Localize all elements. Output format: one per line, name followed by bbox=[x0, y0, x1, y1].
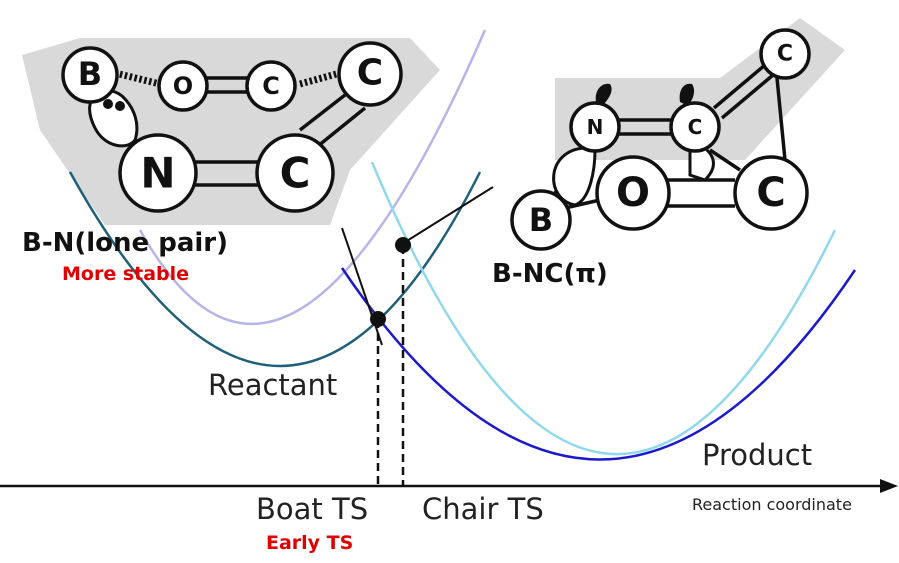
boat-ts-tangent bbox=[341, 227, 383, 346]
atom-o-right: O bbox=[595, 155, 671, 231]
forming-bond-c-c bbox=[299, 69, 341, 88]
svg-text:O: O bbox=[616, 170, 650, 216]
atom-c-right-lower: C bbox=[733, 155, 809, 231]
product-curve-chair bbox=[370, 161, 837, 456]
x-axis-arrowhead bbox=[880, 479, 898, 493]
bond-c-c-top-2 bbox=[720, 73, 775, 120]
svg-text:C: C bbox=[262, 72, 280, 100]
atom-c-left-lower: C bbox=[255, 133, 335, 213]
bond-c-c-top-1 bbox=[712, 63, 767, 110]
ts-markers bbox=[341, 186, 494, 486]
left-molecule-note: More stable bbox=[62, 263, 190, 285]
lone-pair-dot-1 bbox=[103, 99, 113, 109]
pi-lobe-n-top bbox=[595, 83, 612, 106]
atom-b-right: B bbox=[510, 189, 572, 251]
product-label: Product bbox=[702, 438, 813, 472]
svg-text:C: C bbox=[756, 170, 785, 216]
right-molecule-title: B-NC(π) bbox=[492, 259, 608, 289]
bond-c-c-2 bbox=[316, 106, 367, 148]
pi-lobe-c-top bbox=[679, 83, 695, 106]
svg-text:N: N bbox=[587, 115, 604, 139]
atom-c-right-top: C bbox=[759, 28, 811, 80]
energy-curves bbox=[68, 29, 857, 461]
left-molecule-title: B-N(lone pair) bbox=[22, 228, 228, 258]
bond-c-c-vertical bbox=[775, 77, 787, 161]
atom-o-left: O bbox=[157, 60, 209, 112]
chair-ts-point bbox=[395, 237, 411, 253]
svg-text:C: C bbox=[357, 53, 383, 94]
svg-text:B: B bbox=[78, 55, 102, 93]
svg-text:C: C bbox=[777, 42, 793, 67]
boat-ts-point bbox=[370, 311, 386, 327]
svg-text:N: N bbox=[140, 149, 175, 198]
bond-c-o-right bbox=[709, 148, 741, 172]
atom-n-right: N bbox=[569, 101, 621, 153]
right-molecule: C N C B O C bbox=[510, 18, 845, 251]
x-axis bbox=[0, 479, 898, 493]
svg-text:C: C bbox=[280, 149, 311, 198]
left-molecule: B O C C N C bbox=[22, 38, 440, 225]
boat-ts-note: Early TS bbox=[266, 532, 354, 554]
chair-ts-label: Chair TS bbox=[422, 492, 544, 526]
bond-c-c-1 bbox=[298, 93, 347, 132]
atom-c-left-upper-mid: C bbox=[245, 60, 297, 112]
x-axis-label: Reaction coordinate bbox=[692, 495, 852, 514]
chair-ts-tangent bbox=[401, 186, 494, 245]
atom-n-left: N bbox=[118, 133, 198, 213]
reactant-curve-chair bbox=[138, 29, 487, 325]
reactant-label: Reactant bbox=[208, 368, 338, 402]
boat-ts-label: Boat TS bbox=[256, 492, 369, 526]
pi-lobe-n-bottom bbox=[552, 146, 597, 207]
svg-text:O: O bbox=[173, 72, 193, 100]
atom-b-left: B bbox=[61, 46, 119, 104]
lone-pair-dot-2 bbox=[115, 101, 125, 111]
atom-c-right-middle: C bbox=[669, 101, 721, 153]
svg-text:C: C bbox=[688, 115, 703, 139]
atom-c-left-upper-right: C bbox=[337, 41, 403, 107]
reactant-curve-boat bbox=[68, 171, 482, 367]
bond-b-o bbox=[564, 198, 601, 210]
svg-text:B: B bbox=[529, 201, 553, 239]
product-curve-boat bbox=[340, 267, 857, 461]
